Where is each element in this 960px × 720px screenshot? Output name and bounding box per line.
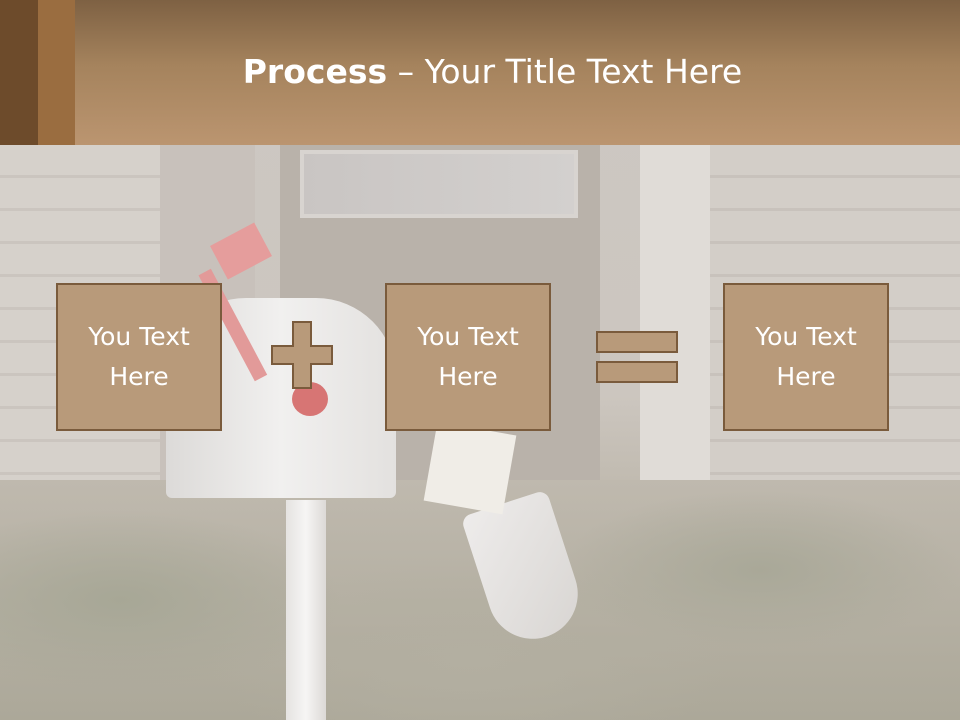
mailbox-post [286,500,326,720]
plus-icon [271,321,333,389]
process-box-2[interactable]: You Text Here [385,283,551,431]
process-box-1-text: You Text Here [88,322,190,391]
title-rest: – Your Title Text Here [387,52,743,91]
mail-letters [423,421,517,515]
process-box-3-text: You Text Here [755,322,857,391]
accent-stripe-light [38,0,75,145]
process-box-1[interactable]: You Text Here [56,283,222,431]
title-bar: Process – Your Title Text Here [0,0,960,145]
house-window [300,150,578,218]
accent-stripe-dark [0,0,38,145]
process-box-3[interactable]: You Text Here [723,283,889,431]
title-bold: Process [242,52,388,91]
equals-icon [596,331,678,383]
process-box-2-text: You Text Here [417,322,519,391]
slide-title[interactable]: Process – Your Title Text Here [0,52,960,91]
